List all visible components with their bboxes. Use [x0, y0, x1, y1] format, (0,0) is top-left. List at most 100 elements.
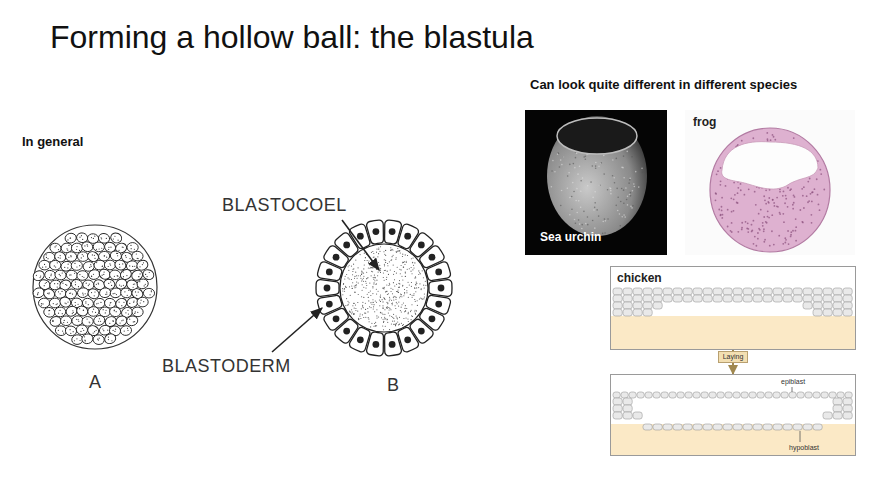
cell-nucleus	[793, 137, 795, 139]
surface-texture	[563, 156, 565, 158]
stipple-dot	[425, 281, 426, 282]
cell-nucleus	[802, 222, 804, 224]
stipple-dot	[374, 323, 375, 324]
cell-dot	[78, 321, 79, 322]
stipple-dot	[402, 262, 403, 263]
embryo-cell	[653, 302, 662, 309]
cell-dot	[62, 331, 63, 332]
stipple-dot	[368, 317, 369, 318]
cell-nucleus	[790, 234, 792, 236]
cell	[88, 307, 99, 317]
stipple-dot	[363, 297, 364, 298]
cell-dot	[109, 263, 110, 264]
cell-dot	[119, 302, 120, 303]
stipple-dot	[367, 277, 368, 278]
stipple-dot	[388, 312, 389, 313]
cell-dot	[116, 253, 117, 254]
cell-dot	[82, 254, 83, 255]
stipple-dot	[405, 272, 406, 273]
nucleus	[357, 336, 364, 343]
leader-arrow	[342, 220, 379, 270]
stipple-dot	[404, 261, 405, 262]
stipple-dot	[394, 285, 395, 286]
cell-dot	[136, 295, 137, 296]
cell-nucleus	[773, 136, 775, 138]
surface-texture	[613, 177, 615, 179]
cell	[39, 260, 51, 271]
stipple-dot	[419, 298, 420, 299]
embryo-cell	[833, 302, 842, 309]
cell-dot	[129, 265, 130, 266]
cell-dot	[76, 319, 77, 320]
cell-nucleus	[771, 214, 773, 216]
cell-dot	[114, 236, 115, 237]
embryo-cell	[773, 288, 782, 295]
cell-nucleus	[718, 209, 720, 211]
stipple-dot	[372, 271, 373, 272]
cell-dot	[102, 328, 103, 329]
stipple-dot	[384, 317, 385, 318]
stipple-dot	[354, 278, 355, 279]
stipple-dot	[363, 307, 364, 308]
cell-nucleus	[741, 140, 743, 142]
embryo-cell	[843, 398, 852, 405]
stipple-dot	[375, 300, 376, 301]
stipple-dot	[406, 317, 407, 318]
cell-dot	[49, 310, 50, 311]
cell-nucleus	[747, 222, 749, 224]
stipple-dot	[398, 250, 399, 251]
cell-dot	[136, 253, 137, 254]
surface-texture	[632, 205, 634, 207]
nucleus	[429, 315, 436, 322]
stipple-dot	[354, 308, 355, 309]
cell-dot	[41, 303, 42, 304]
stipple-dot	[383, 297, 384, 298]
stipple-dot	[410, 294, 411, 295]
cell-dot	[138, 276, 139, 277]
stipple-dot	[415, 313, 416, 314]
ball-outline	[33, 225, 157, 349]
cell-dot	[93, 238, 94, 239]
embryo-cell	[663, 295, 672, 302]
stipple-dot	[375, 258, 376, 259]
cell-dot	[115, 329, 116, 330]
stipple-dot	[374, 275, 375, 276]
cell-nucleus	[770, 139, 772, 141]
cell-dot	[44, 285, 45, 286]
cell-dot	[54, 283, 55, 284]
surface-texture	[571, 209, 573, 211]
embryo-cell	[685, 392, 692, 398]
stipple-dot	[378, 247, 379, 248]
cell-dot	[74, 263, 75, 264]
cell-dot	[109, 323, 110, 324]
cell-dot	[125, 255, 126, 256]
surface-texture	[617, 196, 619, 198]
stipple-dot	[384, 254, 385, 255]
embryo-cell	[813, 392, 820, 398]
surface-texture	[616, 158, 618, 160]
surface-texture	[628, 182, 630, 184]
stipple-dot	[379, 267, 380, 268]
stipple-dot	[372, 287, 373, 288]
nucleus	[429, 254, 436, 261]
stipple-dot	[368, 267, 369, 268]
stipple-dot	[370, 307, 371, 308]
cell-nucleus	[751, 230, 753, 232]
stipple-dot	[365, 281, 366, 282]
cell-dot	[79, 250, 80, 251]
cell-dot	[138, 292, 139, 293]
cell-dot	[89, 322, 90, 323]
cell-dot	[67, 239, 68, 240]
stipple-dot	[400, 293, 401, 294]
stipple-dot	[373, 302, 374, 303]
embryo-cell	[803, 288, 812, 295]
surface-texture	[621, 167, 623, 169]
cell-nucleus	[811, 192, 813, 194]
stipple-dot	[396, 284, 397, 285]
stipple-dot	[400, 253, 401, 254]
cell-nucleus	[764, 239, 766, 241]
layer-label: hypoblast	[789, 444, 819, 452]
cell-nucleus	[792, 204, 794, 206]
cell-dot	[122, 246, 123, 247]
stipple-dot	[355, 304, 356, 305]
